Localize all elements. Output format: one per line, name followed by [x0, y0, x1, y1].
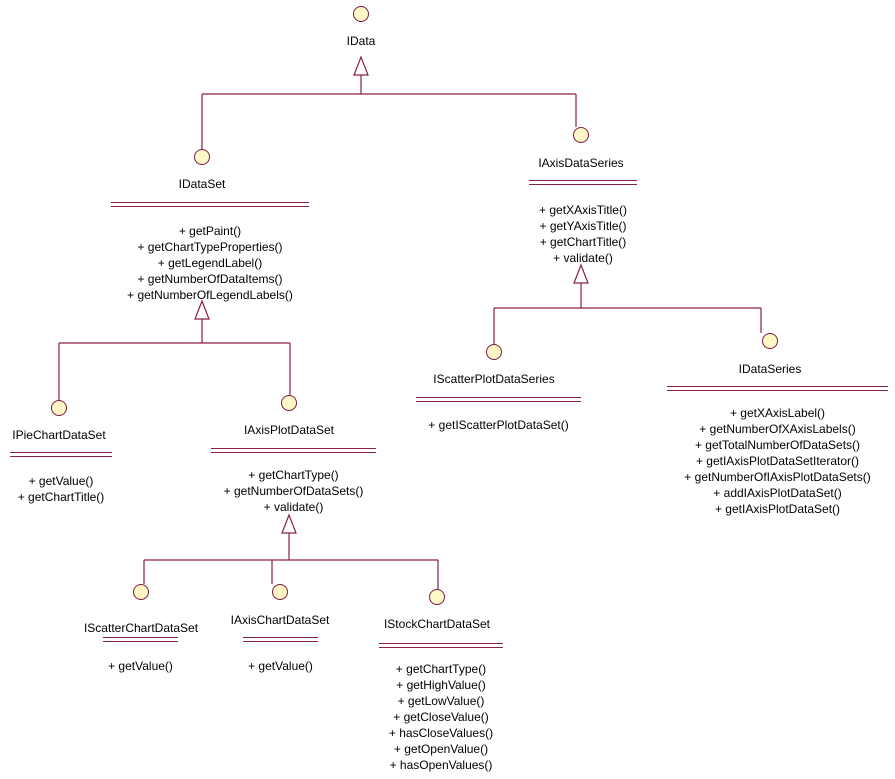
interface-circle-icon: [486, 344, 502, 360]
interface-name: IStockChartDataSet: [383, 617, 491, 631]
operation: + getChartType(): [395, 662, 487, 676]
operation: + getNumberOfDataSets(): [223, 484, 364, 498]
interface-circle-icon: [194, 149, 210, 165]
operations-list: + getChartType() + getNumberOfDataSets() +…: [224, 467, 364, 515]
operation: + getIAxisPlotDataSetIterator(): [695, 454, 860, 468]
operations-list: + getChartType() + getHighValue() + getLow…: [389, 661, 493, 773]
interface-name: IDataSet: [178, 177, 226, 191]
operation: + validate(): [263, 500, 324, 514]
compartment-separator: [667, 386, 888, 391]
operation: + getNumberOfXAxisLabels(): [699, 422, 856, 436]
operation: + getHighValue(): [396, 678, 486, 692]
interface-name: IScatterPlotDataSeries: [433, 372, 555, 386]
interface-name: IAxisDataSeries: [538, 156, 624, 170]
interface-name: IAxisPlotDataSet: [243, 423, 335, 437]
compartment-separator: [103, 637, 178, 642]
operations-list: + getValue(): [248, 658, 313, 674]
operation: + getChartTitle(): [17, 490, 105, 504]
compartment-separator: [243, 637, 318, 642]
operation: + getValue(): [108, 659, 173, 673]
operation: + getXAxisLabel(): [729, 406, 826, 420]
generalization-arrow-icon: [194, 299, 210, 320]
operation: + getNumberOfIAxisPlotDataSets(): [684, 470, 871, 484]
operation: + getCloseValue(): [393, 710, 489, 724]
operation: + getChartType(): [248, 468, 339, 482]
operations-list: + getXAxisLabel() + getNumberOfXAxisLabel…: [684, 405, 870, 517]
operation: + hasOpenValues(): [389, 758, 493, 772]
interface-circle-icon: [762, 333, 778, 349]
operation: + getIScatterPlotDataSet(): [428, 418, 569, 432]
operation: + getIAxisPlotDataSet(): [714, 502, 841, 516]
compartment-separator: [10, 452, 112, 457]
operations-list: + getValue(): [108, 658, 173, 674]
operation: + addIAxisPlotDataSet(): [713, 486, 842, 500]
compartment-separator: [211, 448, 376, 453]
operation: + getNumberOfDataItems(): [137, 272, 283, 286]
interface-name: IAxisChartDataSet: [230, 613, 330, 627]
interface-circle-icon: [51, 400, 67, 416]
interface-circle-icon: [281, 395, 297, 411]
generalization-arrow-icon: [281, 513, 297, 534]
operation: + getXAxisTitle(): [539, 203, 627, 217]
operation: + validate(): [553, 251, 613, 265]
operations-list: + getPaint() + getChartTypeProperties() + …: [127, 223, 293, 303]
operation: + getNumberOfLegendLabels(): [127, 288, 293, 302]
interface-circle-icon: [272, 584, 288, 600]
operation: + getLowValue(): [397, 694, 485, 708]
operation: + getValue(): [28, 474, 94, 488]
operation: + getYAxisTitle(): [539, 219, 627, 233]
operation: + hasCloseValues(): [388, 726, 494, 740]
compartment-separator: [379, 643, 503, 648]
interface-circle-icon: [133, 584, 149, 600]
interface-name: IScatterChartDataSet: [83, 621, 199, 635]
operation: + getLegendLabel(): [157, 256, 263, 270]
operations-list: + getXAxisTitle() + getYAxisTitle() + getC…: [539, 202, 627, 266]
interface-circle-icon: [353, 6, 369, 22]
operation: + getChartTypeProperties(): [137, 240, 283, 254]
operations-list: + getValue() + getChartTitle(): [18, 473, 105, 505]
operation: + getOpenValue(): [393, 742, 489, 756]
interface-circle-icon: [573, 127, 589, 143]
compartment-separator: [416, 397, 581, 402]
interface-circle-icon: [429, 589, 445, 605]
operation: + getPaint(): [178, 224, 242, 238]
generalization-arrow-icon: [573, 263, 589, 284]
compartment-separator: [111, 202, 309, 207]
operation: + getChartTitle(): [539, 235, 627, 249]
interface-name: IData: [346, 34, 376, 48]
operation: + getValue(): [248, 659, 313, 673]
operation: + getTotalNumberOfDataSets(): [694, 438, 861, 452]
interface-name: IDataSeries: [738, 362, 802, 376]
interface-name: IPieChartDataSet: [12, 428, 106, 442]
operations-list: + getIScatterPlotDataSet(): [428, 417, 568, 433]
compartment-separator: [529, 180, 637, 185]
generalization-arrow-icon: [353, 55, 369, 76]
